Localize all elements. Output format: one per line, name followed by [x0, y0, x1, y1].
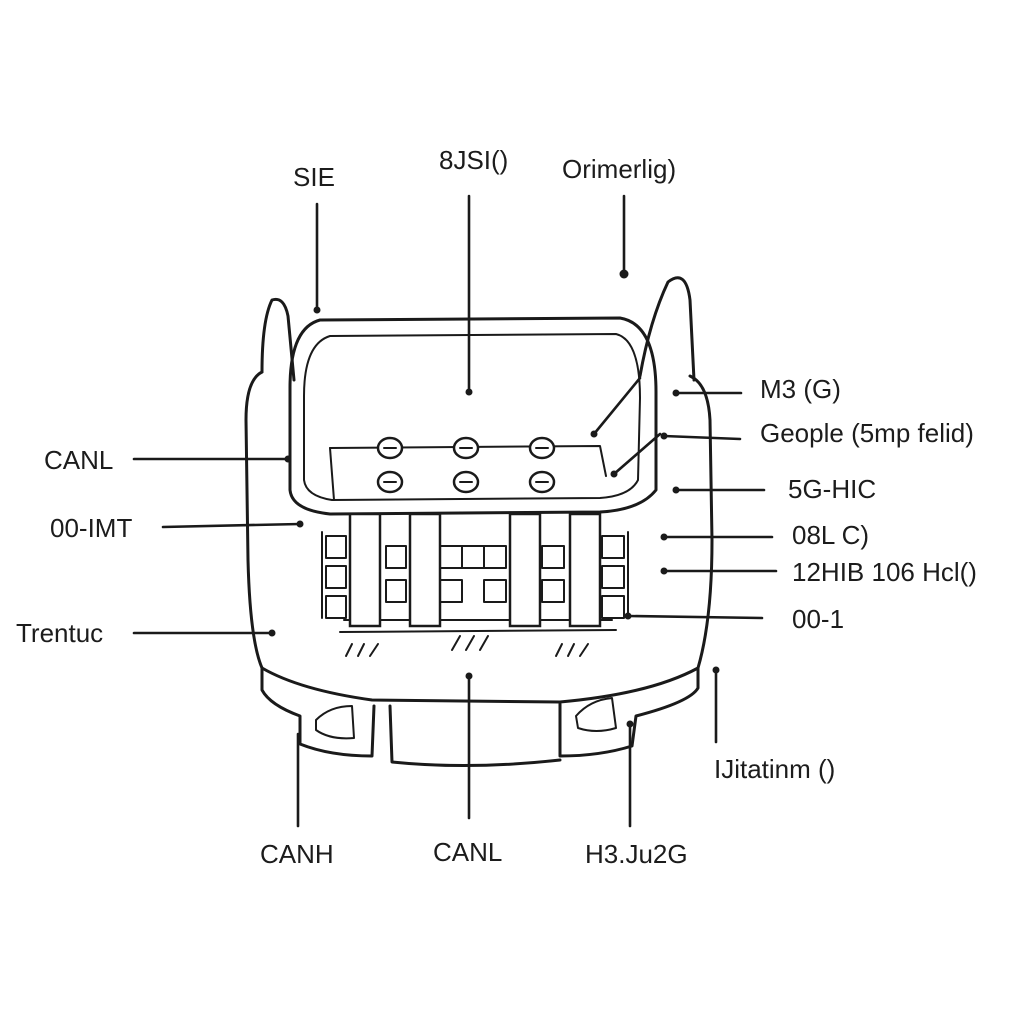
leader-inner-2	[612, 432, 662, 476]
connector-housing	[244, 276, 714, 768]
upper-pin-2	[452, 436, 480, 494]
blade-4	[568, 512, 602, 628]
label-right-3: 5G-HIC	[788, 474, 876, 504]
label-left-2: 00-IMT	[50, 513, 132, 543]
upper-pin-1	[376, 436, 404, 494]
upper-pin-3	[528, 436, 556, 494]
cavity-column-3	[439, 545, 485, 603]
label-right-2: Geople (5mp felid)	[760, 418, 974, 448]
leader-lines	[132, 194, 778, 828]
cavity-column-6	[601, 535, 625, 619]
label-left-1: CANL	[44, 445, 113, 475]
leader-right-2	[662, 434, 742, 441]
label-top-left: SIE	[293, 162, 335, 192]
leader-left-2	[161, 522, 302, 529]
label-bottom-right: H3.Ju2G	[585, 839, 688, 869]
label-right-7: IJitatinm ()	[714, 754, 835, 784]
upper-pin-row	[376, 436, 556, 494]
leader-right-6	[626, 614, 764, 620]
blade-3	[508, 512, 542, 628]
cavity-column-5	[541, 545, 565, 603]
blade-1	[348, 512, 382, 628]
cavity-column-1	[325, 535, 347, 619]
cavity-column-2	[385, 545, 407, 603]
blade-2	[408, 512, 442, 628]
label-top-center: 8JSI()	[439, 145, 508, 175]
label-bottom-center: CANL	[433, 837, 502, 867]
label-right-4: 08L C)	[792, 520, 869, 550]
leader-inner-1	[592, 376, 642, 436]
label-left-3: Trentuc	[16, 618, 103, 648]
label-bottom-left: CANH	[260, 839, 334, 869]
label-top-right: Orimerlig)	[562, 154, 676, 184]
cavity-column-4	[483, 545, 507, 603]
label-right-1: M3 (G)	[760, 374, 841, 404]
label-right-5: 12HIB 106 Hcl()	[792, 557, 977, 587]
label-right-6: 00-1	[792, 604, 844, 634]
terminal-blades	[348, 512, 602, 628]
callout-labels: SIE 8JSI() Orimerlig) CANL 00-IMT Trentu…	[16, 145, 977, 869]
cavity-contacts	[325, 535, 625, 619]
